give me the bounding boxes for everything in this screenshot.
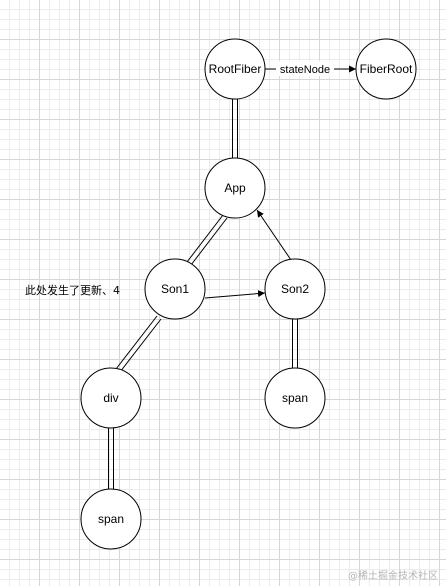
watermark-text: @稀土掘金技术社区 xyxy=(348,571,438,582)
node-label-fiber-root: FiberRoot xyxy=(360,62,413,76)
node-son1: Son1 xyxy=(144,258,206,320)
node-label-root-fiber: RootFiber xyxy=(209,62,262,76)
node-app: App xyxy=(204,157,266,219)
arrow-son2-app xyxy=(256,209,292,261)
state-node-label: stateNode xyxy=(280,64,330,76)
node-label-div: div xyxy=(103,391,118,405)
node-span-div: span xyxy=(80,488,142,550)
edge-son2-span xyxy=(292,318,298,368)
edge-rootfiber-app xyxy=(232,99,238,158)
update-annotation: 此处发生了更新、4 xyxy=(25,284,120,297)
node-root-fiber: RootFiber xyxy=(204,38,266,100)
node-label-son2: Son2 xyxy=(281,282,309,296)
node-label-span-div: span xyxy=(98,512,124,526)
edge-son1-div xyxy=(115,315,162,373)
node-label-app: App xyxy=(224,181,246,195)
edge-app-son1 xyxy=(186,214,228,266)
node-span-son2: span xyxy=(264,367,326,429)
arrow-son1-son2 xyxy=(204,290,266,299)
edge-div-span xyxy=(108,428,114,489)
edge-label-state-node: stateNode xyxy=(276,61,334,76)
node-div: div xyxy=(80,367,142,429)
node-fiber-root: FiberRoot xyxy=(355,38,417,100)
node-label-span-son2: span xyxy=(282,391,308,405)
node-son2: Son2 xyxy=(264,258,326,320)
node-label-son1: Son1 xyxy=(161,282,189,296)
